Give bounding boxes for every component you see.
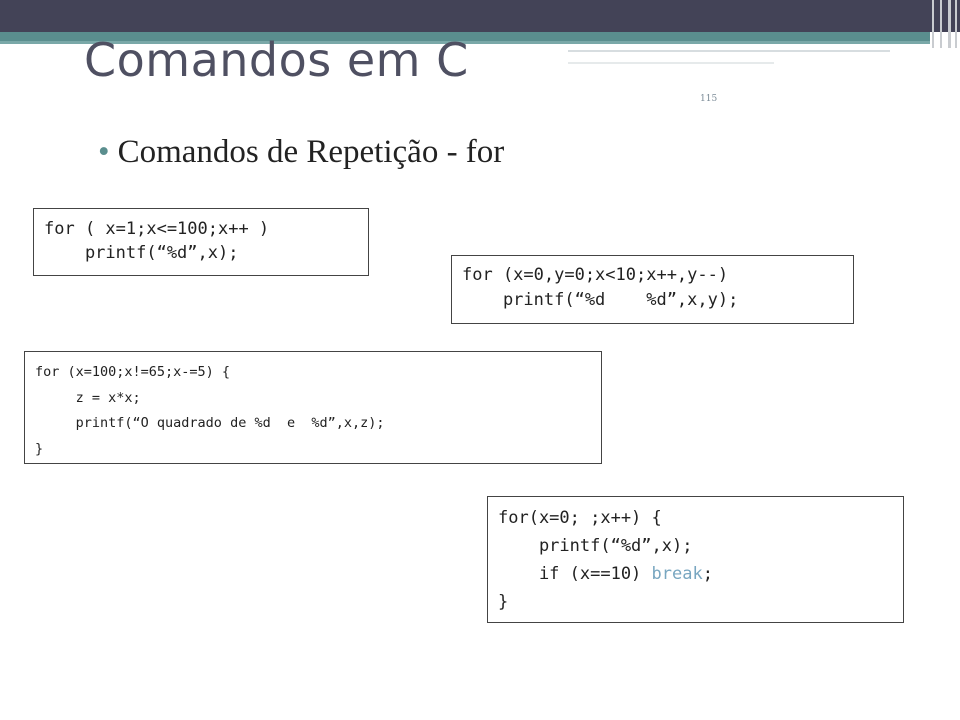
bullet-dot-icon: • (98, 134, 110, 170)
page-number: 115 (700, 94, 718, 104)
header-bar (0, 0, 960, 32)
decorative-line (568, 50, 890, 52)
code-keyword: break (651, 564, 703, 584)
code-line: printf(“%d %d”,x,y); (462, 290, 739, 310)
code-line: } (35, 440, 44, 457)
code-line: z = x*x; (35, 389, 141, 406)
code-line: for (x=0,y=0;x<10;x++,y--) (462, 265, 729, 285)
code-line: for (x=100;x!=65;x-=5) { (35, 364, 231, 380)
code-line: for ( x=1;x<=100;x++ ) (44, 219, 270, 239)
decorative-edge (932, 0, 934, 48)
code-line: printf(“O quadrado de %d e %d”,x,z); (35, 415, 385, 431)
decorative-line (568, 62, 774, 64)
code-token: ; (702, 564, 713, 584)
code-line: if (x==10) (498, 564, 652, 584)
slide-title: Comandos em C (84, 33, 469, 87)
accent-line-thin (0, 41, 930, 44)
decorative-edge (940, 0, 942, 48)
accent-line (0, 32, 930, 41)
bullet-item: •Comandos de Repetição - for (98, 134, 504, 171)
decorative-edge (948, 0, 951, 48)
code-block-2: for (x=0,y=0;x<10;x++,y--) printf(“%d %d… (451, 255, 854, 324)
decorative-edge (955, 0, 957, 48)
code-block-4: for(x=0; ;x++) { printf(“%d”,x); if (x==… (487, 496, 904, 623)
code-line: for(x=0; ;x++) { (498, 508, 662, 528)
code-line: } (498, 592, 509, 612)
code-line: printf(“%d”,x); (498, 536, 693, 556)
code-block-3: for (x=100;x!=65;x-=5) { z = x*x; printf… (24, 351, 602, 464)
bullet-text: Comandos de Repetição - for (117, 134, 505, 170)
code-block-1: for ( x=1;x<=100;x++ ) printf(“%d”,x); (33, 208, 369, 276)
code-line: printf(“%d”,x); (44, 243, 239, 263)
